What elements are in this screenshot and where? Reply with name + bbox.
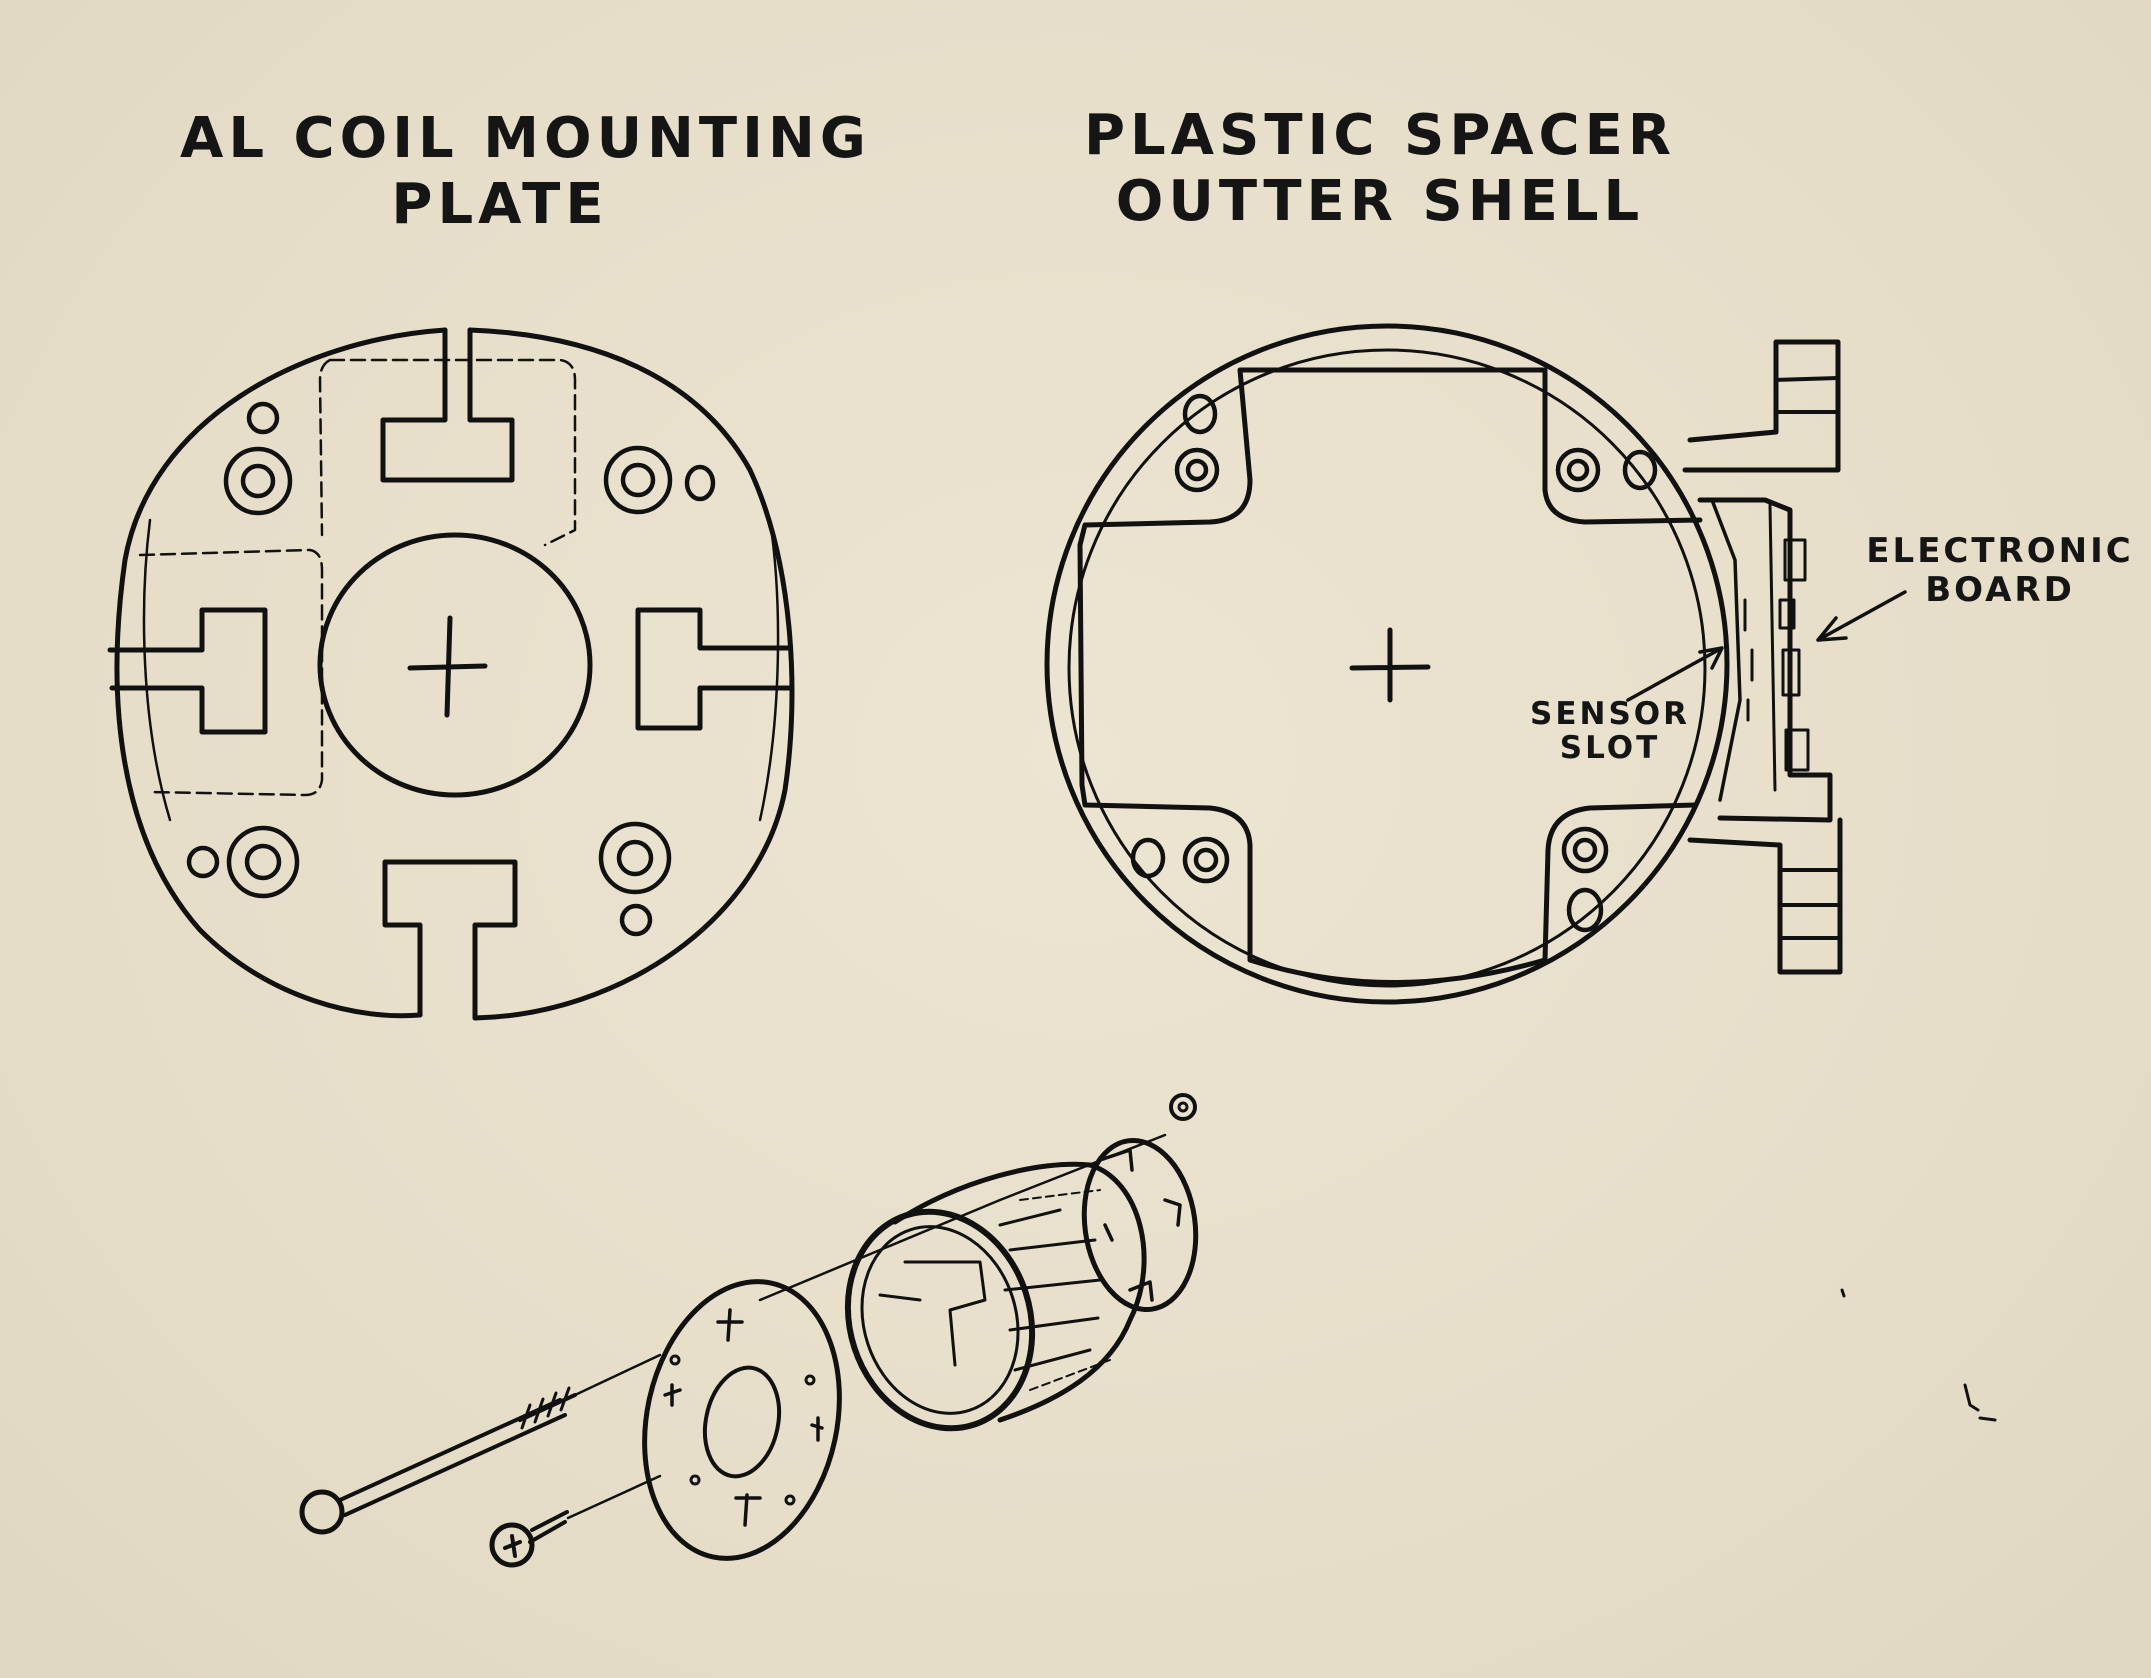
shell-center-cross bbox=[1349, 627, 1431, 703]
plate-outline-inner-trace bbox=[142, 518, 780, 822]
short-screw-axis bbox=[566, 1474, 662, 1520]
plate-slot-top bbox=[380, 327, 515, 483]
electronic-board-label-line1: ELECTRONIC bbox=[1866, 531, 2134, 571]
assembly-shell bbox=[844, 1161, 1147, 1432]
shell-cavity bbox=[1077, 367, 1703, 985]
sensor-slot-label: SENSOR SLOT bbox=[1510, 697, 1710, 765]
sensor-slot-arrow bbox=[1626, 646, 1724, 702]
board-housing bbox=[1682, 339, 1843, 975]
plate-slot-left bbox=[107, 607, 268, 735]
plate-slot-right bbox=[635, 607, 793, 731]
board-housing-ribs bbox=[1774, 376, 1842, 940]
coil-plate-title: AL COIL MOUNTING PLATE bbox=[180, 106, 871, 238]
coil-plate-title-line1: AL COIL MOUNTING bbox=[180, 106, 871, 171]
electronic-board-label: ELECTRONIC BOARD bbox=[1850, 531, 2150, 611]
small-nut bbox=[1169, 1093, 1197, 1121]
plate-slot-bottom bbox=[382, 859, 518, 1021]
electronic-board-label-line2: BOARD bbox=[1925, 570, 2075, 611]
shell-outer-rim bbox=[1044, 323, 1730, 1005]
assembly-coil-plate bbox=[642, 1279, 842, 1561]
plate-pad-top bbox=[318, 358, 577, 547]
coil-mounting-plate bbox=[107, 327, 795, 1021]
small-nut-hole bbox=[1177, 1101, 1189, 1113]
spacer-shell-title: PLASTIC SPACER OUTTER SHELL bbox=[1060, 103, 1700, 235]
exploded-assembly bbox=[299, 1093, 1199, 1568]
plate-outline bbox=[114, 327, 795, 1021]
plate-pad-left bbox=[138, 548, 324, 797]
electronic-board bbox=[1743, 503, 1810, 792]
paper-specks bbox=[1840, 1288, 1997, 1422]
assembly-end-cap bbox=[1081, 1137, 1199, 1313]
long-screw-head bbox=[299, 1489, 345, 1535]
spacer-shell-title-line1: PLASTIC SPACER bbox=[1083, 103, 1677, 168]
spacer-shell-title-line2: OUTTER SHELL bbox=[1115, 169, 1645, 235]
plate-center-bore bbox=[317, 532, 593, 798]
plate-center-cross bbox=[407, 615, 488, 718]
sensor-slot bbox=[1710, 498, 1742, 802]
sensor-slot-label-line1: SENSOR bbox=[1530, 696, 1690, 732]
sensor-slot-label-line2: SLOT bbox=[1559, 730, 1661, 767]
long-screw-thread bbox=[520, 1386, 571, 1430]
coil-plate-title-line2: PLATE bbox=[391, 172, 609, 238]
short-screw bbox=[503, 1510, 569, 1558]
shell-holes bbox=[1130, 393, 1658, 933]
short-screw-head bbox=[489, 1522, 535, 1568]
plate-holes bbox=[186, 401, 716, 937]
electronic-board-arrow bbox=[1816, 590, 1907, 642]
long-screw bbox=[338, 1393, 577, 1517]
plastic-spacer-shell bbox=[1044, 323, 1907, 1005]
shell-inner-rim bbox=[1067, 348, 1707, 988]
